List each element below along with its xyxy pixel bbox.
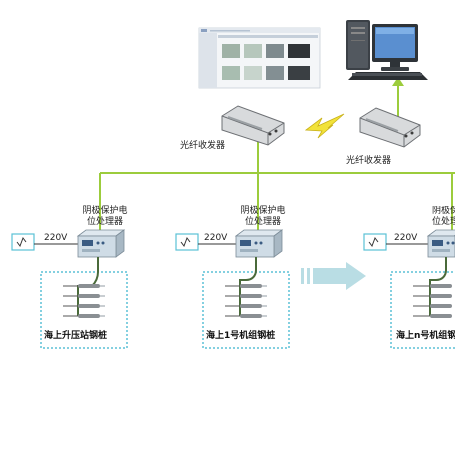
electrode-probes-3 [413, 257, 452, 318]
monitoring-screen [198, 27, 321, 89]
continuation-arrow-icon [301, 262, 366, 290]
wireless-link-icon [304, 113, 345, 139]
site-label-3: 海上n号机组钢桩 [396, 331, 455, 341]
site-box-3 [390, 271, 455, 349]
processor-1-label: 阴极保护电 位处理器 [76, 206, 134, 228]
fiber-transceiver-left-icon [221, 105, 285, 146]
processor-label-line1: 阴极保护电 [432, 206, 455, 216]
electrode-probes-2 [225, 257, 267, 318]
fiber-transceiver-right-icon [359, 107, 421, 148]
electrode-probes-1 [63, 257, 105, 318]
processor-label-line1: 阴极保护电 [240, 206, 286, 216]
site-label-1: 海上升压站钢桩 [44, 331, 108, 341]
processor-3-label: 阴极保护电 位处理器 [432, 206, 455, 228]
processor-label-line2: 位处理器 [244, 217, 281, 227]
processor-label-line2: 位处理器 [432, 217, 455, 227]
cathodic-processor-2-icon [234, 229, 284, 258]
site-label-2: 海上1号机组钢桩 [206, 331, 276, 341]
power-socket-icon [363, 233, 387, 251]
transceiver-left-label: 光纤收发器 [180, 141, 226, 151]
voltage-label-2: 220V [204, 233, 228, 243]
processor-label-line1: 阴极保护电 [82, 206, 128, 216]
voltage-label-3: 220V [394, 233, 418, 243]
power-socket-icon [11, 233, 35, 251]
processor-label-line2: 位处理器 [86, 217, 123, 227]
processor-2-label: 阴极保护电 位处理器 [234, 206, 292, 228]
cathodic-processor-3-icon [426, 229, 455, 258]
computer-icon [346, 20, 428, 80]
site-box-1 [40, 271, 128, 349]
transceiver-right-label: 光纤收发器 [346, 156, 392, 166]
cathodic-processor-1-icon [76, 229, 126, 258]
site-box-2 [202, 271, 290, 349]
power-socket-icon [175, 233, 199, 251]
arrow-up-icon [392, 77, 404, 86]
voltage-label-1: 220V [44, 233, 68, 243]
